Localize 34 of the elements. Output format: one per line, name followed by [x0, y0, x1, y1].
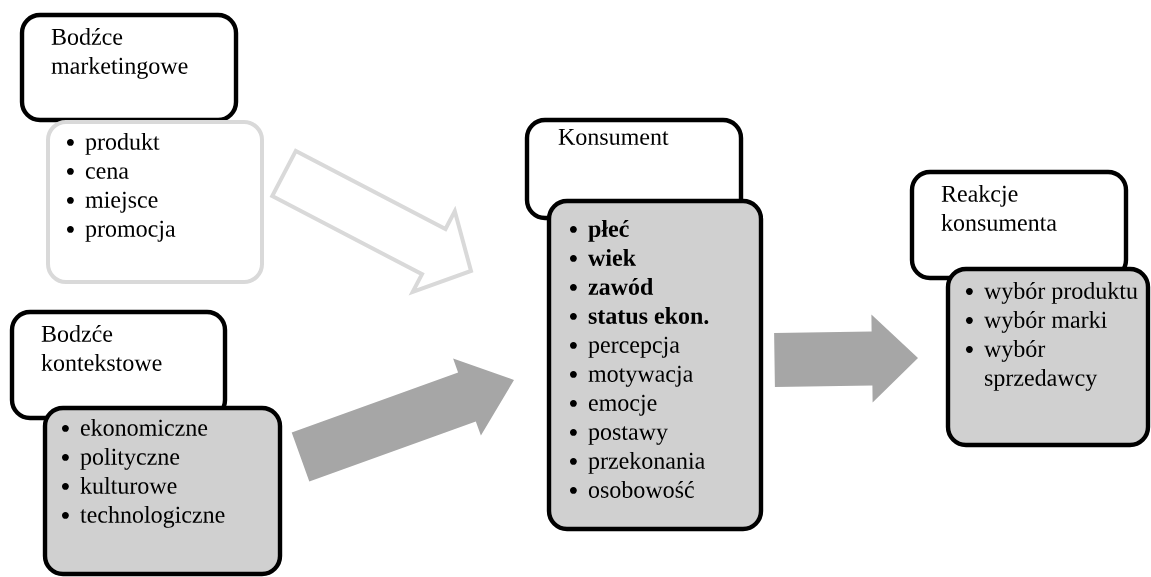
- heading-box: [9, 309, 228, 421]
- heading-box: [19, 12, 239, 123]
- list-item: przekonania: [570, 452, 705, 474]
- heading-text: Bodźce marketingowe: [51, 28, 188, 79]
- list-box: [945, 266, 1151, 448]
- list-item: płeć: [570, 220, 629, 242]
- list-item: postawy: [570, 426, 668, 445]
- list-item: motywacja: [570, 365, 693, 387]
- block-arrow: [774, 314, 918, 403]
- list-item: kulturowe: [62, 477, 177, 494]
- list-item: status ekon.: [570, 307, 709, 324]
- heading-text: Konsument: [558, 129, 669, 145]
- list-item: cena: [67, 167, 129, 179]
- list-item: technologiczne: [62, 506, 225, 528]
- block-arrow: [291, 358, 514, 482]
- list-item: wybór sprzedawcy: [966, 340, 1098, 391]
- list-item: ekonomiczne: [62, 419, 208, 436]
- list-item: produkt: [67, 133, 160, 155]
- list-item: percepcja: [570, 336, 680, 358]
- list-item: emocje: [570, 394, 657, 416]
- list-box: [42, 405, 283, 577]
- list-item: wiek: [570, 249, 636, 266]
- heading-text: Bodzće kontekstowe: [41, 325, 162, 371]
- list-item: wybór marki: [966, 311, 1107, 333]
- heading-box: [909, 169, 1129, 281]
- list-item: promocja: [67, 220, 176, 242]
- heading-text: Reakcje konsumenta: [941, 185, 1057, 231]
- list-box: [546, 198, 764, 532]
- list-item: wybór produktu: [966, 282, 1138, 304]
- list-item: zawód: [570, 278, 654, 295]
- list-item: miejsce: [67, 191, 158, 213]
- list-box: [46, 120, 264, 284]
- list-item: polityczne: [62, 448, 180, 470]
- list-item: osobowość: [570, 481, 694, 498]
